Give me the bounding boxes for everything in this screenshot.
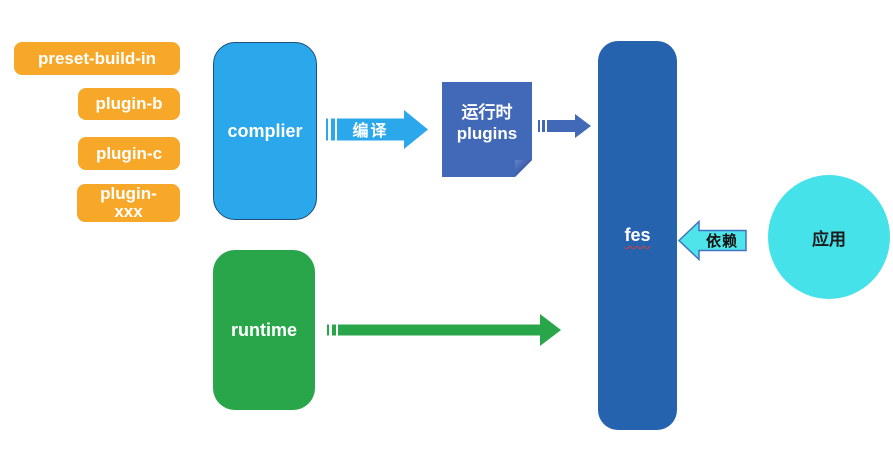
pill-plugin-xxx: plugin-xxx <box>77 184 180 222</box>
runtime-plugins-box: 运行时 plugins <box>442 82 532 177</box>
app-ellipse: 应用 <box>768 175 890 299</box>
app-label: 应用 <box>812 229 846 249</box>
complier-label: complier <box>227 120 303 141</box>
pill-plugin-b: plugin-b <box>78 88 180 120</box>
runtime-plugins-line2: plugins <box>456 123 518 143</box>
pill-label: plugin-b <box>95 94 163 113</box>
complier-box: complier <box>213 42 317 220</box>
pill-plugin-c: plugin-c <box>78 137 180 170</box>
depends-arrow-icon <box>678 220 747 261</box>
runtime-plugins-line1: 运行时 <box>461 102 513 122</box>
compile-arrow-icon <box>326 110 428 149</box>
folded-corner-icon <box>515 160 532 177</box>
pill-label: preset-build-in <box>37 48 157 68</box>
pill-label: plugin-c <box>95 143 163 163</box>
fes-label: fes <box>624 225 651 245</box>
pill-label: plugin-xxx <box>100 184 157 221</box>
fes-box: fes <box>598 41 677 430</box>
pill-preset-build-in: preset-build-in <box>14 42 180 75</box>
runtime-box: runtime <box>213 250 315 410</box>
runtime-to-fes-arrow-icon <box>327 314 561 346</box>
runtime-label: runtime <box>230 319 297 340</box>
plugins-to-fes-arrow-icon <box>538 114 591 138</box>
